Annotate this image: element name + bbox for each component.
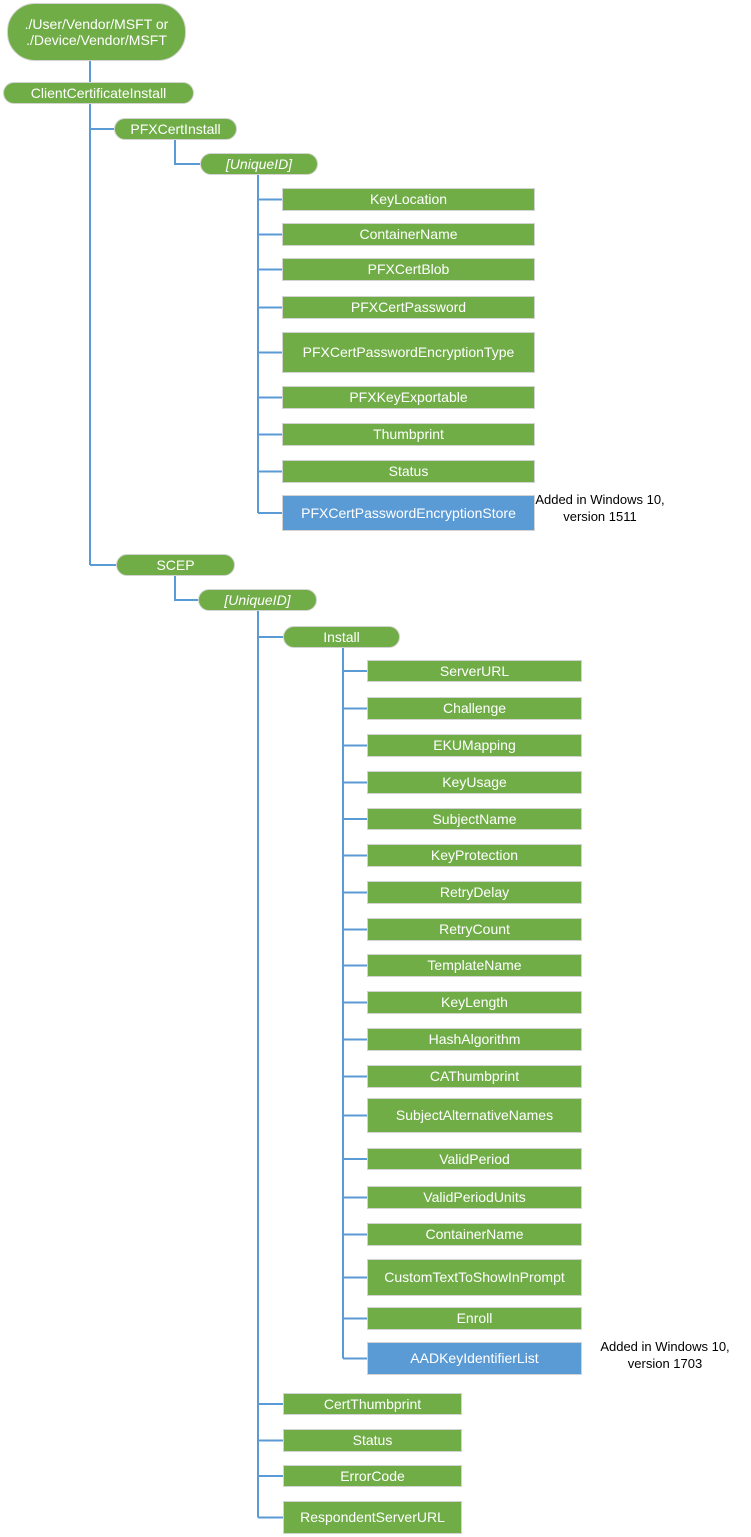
node-enroll: Enroll [367,1307,582,1330]
node-serverurl: ServerURL [367,660,582,682]
node-pfxcertpasswordencryptiontype: PFXCertPasswordEncryptionType [282,332,535,373]
root-path-line-1: ./User/Vendor/MSFT or [24,15,169,32]
annotation-1703-line-1: Added in Windows 10, [600,1339,730,1354]
node-hashalgorithm: HashAlgorithm [367,1028,582,1051]
node-pfxcertpassword: PFXCertPassword [282,296,535,319]
node-keyusage: KeyUsage [367,771,582,794]
node-containername-install: ContainerName [367,1223,582,1246]
node-status-scep: Status [283,1429,462,1452]
node-pfxcertpasswordencryptionstore: PFXCertPasswordEncryptionStore [282,495,535,531]
node-pfxcertblob: PFXCertBlob [282,258,535,281]
node-subjectalternativenames: SubjectAlternativeNames [367,1098,582,1133]
node-respondentserverurl: RespondentServerURL [283,1501,462,1534]
node-pfxkeyexportable: PFXKeyExportable [282,386,535,409]
annotation-version-1511: Added in Windows 10, version 1511 [505,492,695,526]
node-challenge: Challenge [367,697,582,720]
node-validperiod: ValidPeriod [367,1148,582,1170]
node-status-pfx: Status [282,460,535,483]
node-customtexttoshowinprompt: CustomTextToShowInPrompt [367,1259,582,1296]
annotation-1511-line-1: Added in Windows 10, [535,492,665,507]
node-thumbprint: Thumbprint [282,423,535,446]
node-retrycount: RetryCount [367,918,582,941]
node-install: Install [283,626,400,648]
annotation-1511-line-2: version 1511 [563,508,637,524]
node-errorcode: ErrorCode [283,1465,462,1487]
node-certthumbprint: CertThumbprint [283,1393,462,1415]
node-aadkeyidentifierlist: AADKeyIdentifierList [367,1342,582,1375]
node-subjectname: SubjectName [367,808,582,830]
node-scep: SCEP [116,554,235,576]
node-root-path: ./User/Vendor/MSFT or ./Device/Vendor/MS… [7,3,186,61]
annotation-1703-line-2: version 1703 [627,1355,703,1371]
node-ekumapping: EKUMapping [367,734,582,757]
node-containername-pfx: ContainerName [282,223,535,246]
node-cathumbprint: CAThumbprint [367,1065,582,1088]
node-keylength: KeyLength [367,991,582,1014]
node-validperiodunits: ValidPeriodUnits [367,1186,582,1209]
node-uniqueid-scep: [UniqueID] [198,589,317,611]
node-keyprotection: KeyProtection [367,844,582,867]
node-clientcertificateinstall: ClientCertificateInstall [3,82,194,104]
node-templatename: TemplateName [367,954,582,977]
annotation-version-1703: Added in Windows 10, version 1703 [570,1339,751,1373]
root-path-line-2: ./Device/Vendor/MSFT [26,32,167,48]
node-uniqueid-pfx: [UniqueID] [200,153,318,175]
node-keylocation: KeyLocation [282,188,535,211]
node-pfxcertinstall: PFXCertInstall [114,118,237,140]
node-retrydelay: RetryDelay [367,881,582,904]
